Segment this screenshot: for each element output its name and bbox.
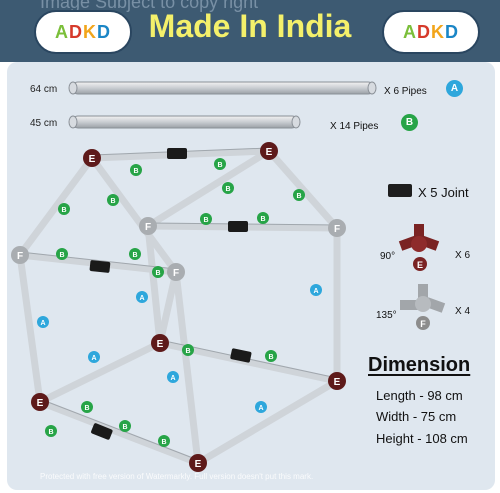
svg-text:E: E (89, 154, 96, 165)
svg-text:E: E (334, 377, 341, 388)
svg-text:B: B (225, 186, 230, 193)
frame-elbow-joints: E E E E E E (31, 142, 346, 472)
svg-text:F: F (334, 224, 340, 235)
straight-joint-quantity: X 5 Joint (418, 185, 469, 200)
svg-text:A: A (258, 405, 263, 412)
dimension-length: Length - 98 cm (376, 388, 463, 403)
elbow-quantity: X 6 (455, 250, 471, 261)
svg-text:F: F (17, 251, 23, 262)
svg-text:B: B (122, 424, 127, 431)
svg-text:B: B (155, 270, 160, 277)
tee-angle-label: 135° (376, 310, 397, 321)
svg-text:A: A (40, 320, 45, 327)
svg-text:E: E (37, 398, 44, 409)
svg-text:B: B (260, 216, 265, 223)
pipe-a-quantity: X 6 Pipes (384, 86, 427, 97)
svg-text:B: B (84, 405, 89, 412)
footer-watermark: Protected with free version of Watermark… (40, 472, 314, 481)
frame-pipes (16, 147, 341, 467)
pipe-b-quantity: X 14 Pipes (330, 121, 379, 132)
page-title: Made In India (148, 8, 352, 44)
tee-quantity: X 4 (455, 306, 471, 317)
pipe-b-badge: B (401, 114, 418, 131)
frame-a-badges: A A A A A A (37, 284, 322, 413)
svg-text:B: B (48, 429, 53, 436)
svg-text:A: A (139, 295, 144, 302)
svg-text:B: B (185, 348, 190, 355)
svg-text:B: B (217, 162, 222, 169)
pipe-a-length: 64 cm (30, 84, 58, 95)
elbow-joint-label: E (417, 260, 423, 270)
svg-text:B: B (268, 354, 273, 361)
svg-text:B: B (133, 168, 138, 175)
svg-text:B: B (132, 252, 137, 259)
dimension-height: Height - 108 cm (376, 431, 468, 446)
pipe-b-length: 45 cm (30, 118, 58, 129)
svg-text:A: A (313, 288, 318, 295)
svg-text:B: B (110, 198, 115, 205)
svg-text:B: B (161, 439, 166, 446)
svg-text:E: E (157, 339, 164, 350)
frame-b-badges: B B B B B B B B B B B B B B B B B (45, 158, 305, 447)
svg-text:B: B (203, 217, 208, 224)
svg-text:A: A (91, 355, 96, 362)
svg-text:F: F (145, 222, 151, 233)
frame-tee-joints: F F F F (11, 217, 346, 281)
svg-text:A: A (170, 375, 175, 382)
frame-straight-joints (89, 148, 252, 440)
elbow-joint-icon: E (398, 224, 440, 271)
tee-joint-label: F (420, 319, 426, 329)
svg-text:B: B (296, 193, 301, 200)
svg-text:F: F (173, 268, 179, 279)
pipe-a-sample (68, 81, 377, 95)
svg-text:B: B (61, 207, 66, 214)
dimension-width: Width - 75 cm (376, 409, 457, 424)
svg-text:E: E (195, 459, 202, 470)
pipe-a-badge: A (446, 80, 463, 97)
elbow-angle-label: 90° (380, 251, 396, 262)
svg-text:B: B (59, 252, 64, 259)
svg-text:E: E (266, 147, 273, 158)
copyright-watermark: Image Subject to copy right (40, 0, 259, 12)
pipe-b-sample (68, 115, 301, 129)
tee-joint-icon: F (400, 284, 446, 330)
dimension-title: Dimension (368, 354, 471, 376)
straight-joint-icon (388, 184, 412, 197)
